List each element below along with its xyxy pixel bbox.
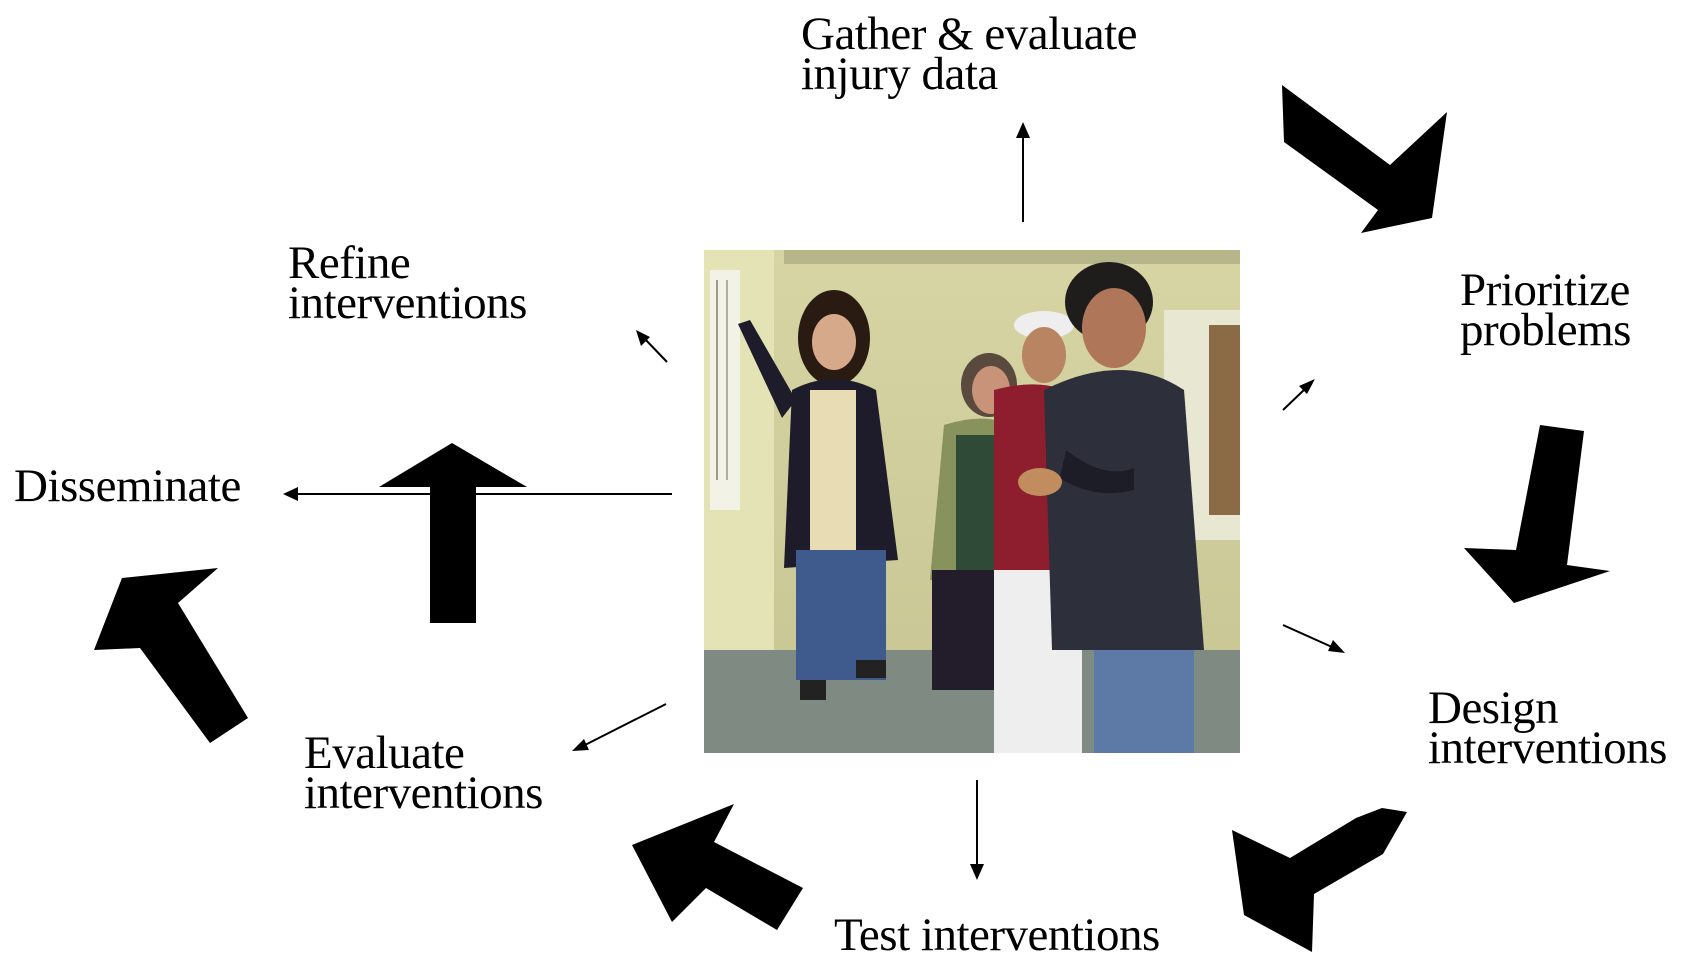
step-evaluate-line1: Evaluate (304, 727, 465, 779)
step-test-line1: Test interventions (834, 909, 1160, 961)
step-design: Design interventions (1428, 682, 1667, 774)
step-prioritize-line1: Prioritize (1460, 264, 1630, 316)
step-evaluate-line2: interventions (304, 767, 543, 819)
step-refine-line2: interventions (288, 277, 527, 329)
step-evaluate: Evaluate interventions (304, 727, 543, 819)
step-refine: Refine interventions (288, 237, 527, 329)
thin-arrow-to-design (1328, 640, 1345, 653)
thin-arrow-up-gather (1016, 122, 1030, 138)
cycle-arrow-design-to-test (1232, 808, 1407, 952)
cycle-arrow-test-to-evaluate (632, 804, 803, 930)
thin-arrow-to-refine (636, 330, 650, 346)
cycle-arrow-gather-to-prioritize (1282, 85, 1447, 233)
thin-arrow-down-test (970, 864, 984, 880)
photo-scene (704, 250, 1240, 753)
center-photo (704, 250, 1240, 753)
cycle-arrow-prioritize-to-design (1464, 425, 1610, 603)
step-gather-line2: injury data (801, 48, 998, 100)
step-prioritize: Prioritize problems (1460, 264, 1631, 356)
step-design-line1: Design (1428, 682, 1559, 734)
step-test: Test interventions (834, 909, 1160, 961)
step-gather-line1: Gather & evaluate (801, 8, 1138, 60)
step-gather: Gather & evaluate injury data (801, 8, 1138, 100)
thin-arrow-to-disseminate (283, 487, 298, 501)
thin-arrow-to-evaluate (572, 739, 589, 751)
cycle-arrow-refine-up (379, 443, 527, 623)
step-disseminate-line1: Disseminate (14, 460, 241, 512)
cycle-arrow-evaluate-to-disseminate (94, 568, 248, 743)
step-refine-line1: Refine (288, 237, 411, 289)
thin-arrow-to-prioritize (1299, 379, 1315, 394)
step-design-line2: interventions (1428, 722, 1667, 774)
step-disseminate: Disseminate (14, 460, 241, 512)
step-prioritize-line2: problems (1460, 304, 1631, 356)
